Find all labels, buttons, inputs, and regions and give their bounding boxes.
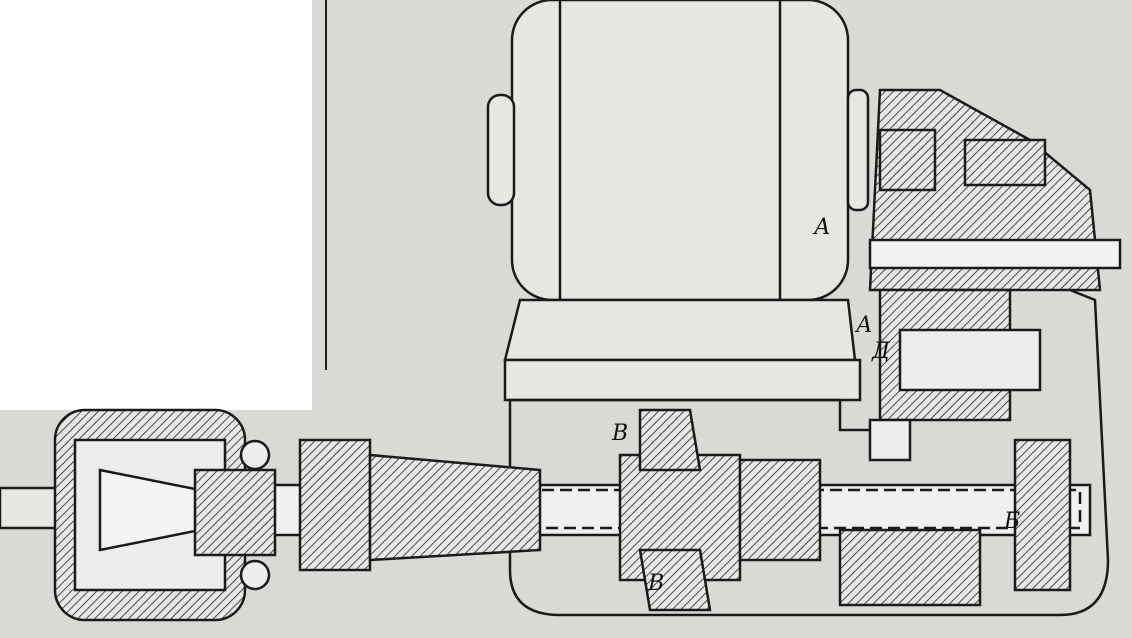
label-a-upper: А — [812, 215, 831, 240]
coupling — [53, 408, 277, 622]
blank-corner — [0, 0, 312, 410]
label-d: Д — [871, 339, 891, 364]
gearbox-housing — [508, 88, 1122, 617]
label-a-lower: А — [854, 313, 873, 338]
label-v-upper: В — [611, 421, 628, 446]
electric-motor — [486, 0, 870, 402]
main-shaft — [0, 408, 1092, 612]
label-v-lower: В — [647, 571, 664, 596]
label-b: Б — [1003, 509, 1020, 534]
